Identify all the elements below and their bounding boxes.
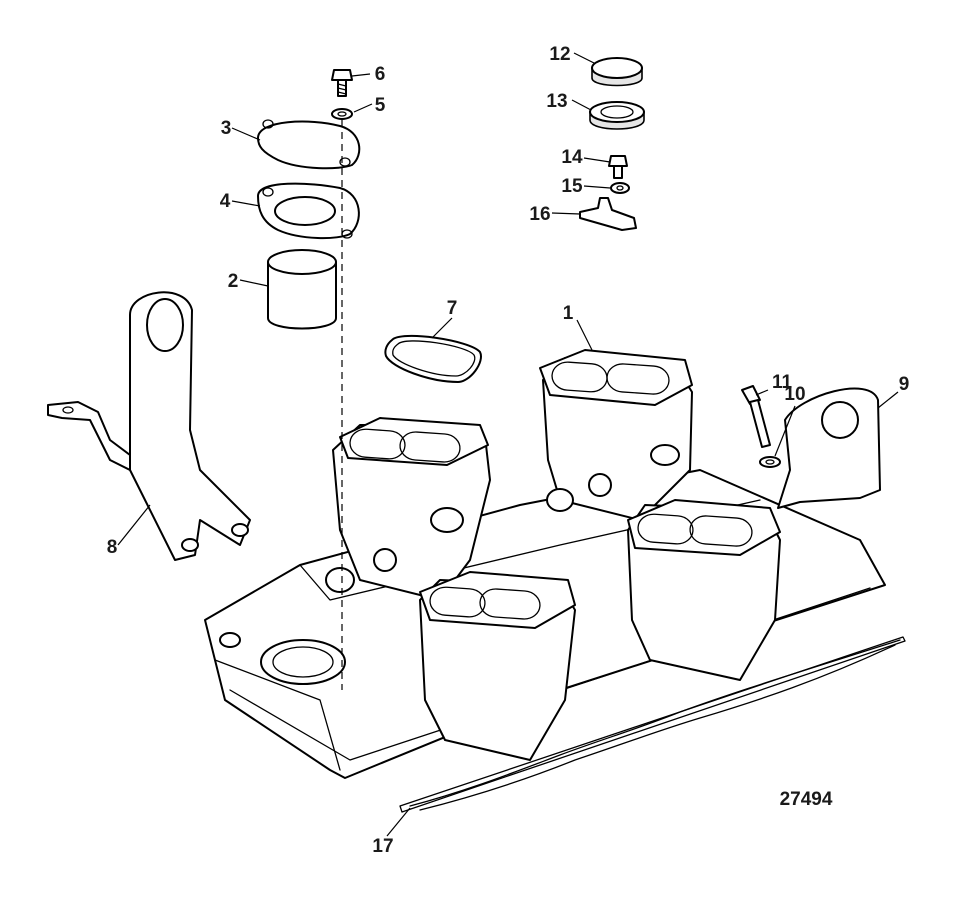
- callout-4: 4: [220, 191, 231, 212]
- part-9-bracket: [777, 387, 881, 509]
- part-13-seal: [589, 101, 645, 130]
- callout-15: 15: [561, 176, 583, 197]
- callout-8: 8: [107, 537, 118, 558]
- callout-9: 9: [899, 374, 910, 395]
- callout-3: 3: [221, 118, 232, 139]
- part-3-cover-plate: [257, 119, 361, 170]
- leader-lines: [117, 52, 899, 837]
- part-11-bolt: [741, 385, 771, 448]
- part-15-washer: [610, 182, 630, 194]
- callout-17: 17: [372, 836, 393, 857]
- part-16-clip: [579, 197, 637, 231]
- callout-labels: 1 2 3 4 5 6 7 8 9 10 11 12 13 14 15 16 1…: [107, 44, 910, 857]
- callout-5: 5: [375, 95, 386, 116]
- part-14-bolt: [608, 155, 628, 179]
- part-8-bracket: [47, 291, 251, 561]
- callout-6: 6: [375, 64, 386, 85]
- part-7-gasket: [384, 334, 482, 383]
- part-2-sleeve: [267, 249, 337, 330]
- part-17-manifold-gasket: [399, 636, 906, 813]
- callout-14: 14: [561, 147, 583, 168]
- callout-12: 12: [549, 44, 570, 65]
- part-1-intake-manifold: [204, 349, 886, 779]
- part-4-gasket: [257, 182, 360, 240]
- callout-2: 2: [228, 271, 239, 292]
- part-10-washer: [759, 456, 781, 468]
- part-5-washer: [331, 108, 353, 120]
- part-12-cap: [591, 57, 643, 87]
- callout-11: 11: [772, 372, 793, 393]
- callout-13: 13: [546, 91, 567, 112]
- callout-16: 16: [529, 204, 550, 225]
- diagram-reference-number: 27494: [780, 789, 833, 810]
- callout-7: 7: [447, 298, 458, 319]
- part-6-bolt: [331, 69, 353, 97]
- callout-1: 1: [563, 303, 574, 324]
- callout-10: 10: [784, 384, 805, 405]
